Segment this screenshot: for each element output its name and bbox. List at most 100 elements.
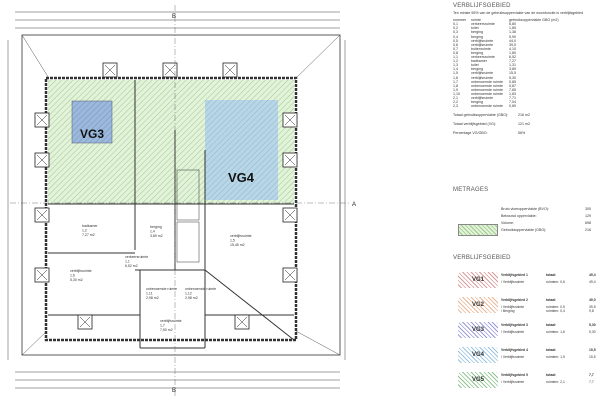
room-label: verblijfsruimte	[70, 269, 92, 273]
dormer-windows	[34, 62, 298, 330]
cell: 1,5	[453, 71, 458, 76]
cell: 0,85	[509, 79, 516, 84]
cell: verkeersruimte	[471, 22, 495, 27]
cell: Bebouwd oppervlakte:	[501, 214, 537, 218]
cell: berging	[471, 100, 483, 105]
cell: 15,5	[589, 348, 596, 352]
cell: 49,4	[589, 279, 596, 284]
cell: 7,71	[509, 95, 516, 100]
cell: toilet	[471, 63, 479, 68]
gbo-swatch	[458, 224, 498, 236]
vg3-zone	[71, 100, 113, 144]
table-row: 0,3 berging 1,38	[453, 30, 600, 34]
dormer-window	[102, 62, 118, 78]
vg-swatch: VG5	[458, 372, 498, 388]
metrage-row: Gebruiksoppervlakte (GBO):216	[501, 228, 591, 232]
cell: 3,89	[509, 67, 516, 72]
cell: 1,2	[453, 59, 458, 64]
cell: Totaal verblijfsgebied (VG):	[453, 122, 497, 127]
metrage-row: Volume:698	[501, 221, 591, 225]
cell: 2,2	[453, 100, 458, 105]
cell: 39,5	[589, 304, 596, 309]
room-label: 7,27 m2	[82, 233, 95, 237]
cell: 1,9	[453, 87, 458, 92]
cell: 1,83	[509, 91, 516, 96]
vg-line: Verblijfsgebied 5 totaal: 7,7	[501, 373, 594, 378]
cell: / Verblijfsruimte	[501, 354, 525, 359]
room-label: 1,7	[160, 324, 165, 328]
roof-outline	[21, 34, 341, 356]
cell: 0,8	[453, 50, 458, 55]
cell: 121 m2	[518, 122, 530, 127]
cell: / Verblijfsruimte	[501, 329, 525, 334]
cell: totaal:	[546, 298, 557, 302]
dimension-lines	[7, 11, 346, 389]
cell: verblijfsruimte	[471, 38, 494, 43]
cell: 0,7	[453, 46, 458, 51]
cell: onbenoemde ruimte	[471, 91, 503, 96]
vg-swatch: VG3	[458, 322, 498, 338]
cell: Verblijfsgebied 2	[501, 298, 528, 302]
cell: berging	[471, 30, 483, 35]
cell: 0,3	[453, 30, 458, 35]
section-label-b-bottom: B	[172, 388, 176, 394]
total-row: Percentage VG/GBO:56%	[453, 131, 600, 135]
dormer-window	[222, 62, 238, 78]
room-label: 7,50 m2	[160, 328, 173, 332]
room-label: 6,52 m2	[125, 264, 138, 268]
intro-text: Ten minste 55% van de gebruiksoppervlakt…	[453, 11, 584, 16]
zone-label-vg3: VG3	[80, 127, 104, 141]
cell: 1,38	[509, 30, 516, 35]
metrage-row: Bruto vloeroppervlakte (BVO):300	[501, 207, 591, 211]
cell: Verblijfsgebied 1	[501, 273, 528, 277]
cell: 39,5	[509, 42, 516, 47]
cell: Verblijfsgebied 5	[501, 373, 528, 377]
section-markers: B B A	[10, 5, 356, 398]
cell: 129	[585, 214, 591, 218]
cell: 5,30	[589, 323, 596, 327]
cell: berging	[471, 67, 483, 72]
dormer-window	[282, 152, 298, 168]
cell: 49,4	[589, 273, 596, 277]
dormer-window	[34, 207, 50, 223]
cell: 9,8	[589, 309, 594, 313]
dormer-window	[34, 112, 50, 128]
cell: 698	[585, 221, 591, 225]
total-row: Totaal gebruiksoppervlakte (GBO):216 m2	[453, 113, 600, 117]
room-label: 3,89 m2	[150, 234, 163, 238]
cell: totaal:	[546, 373, 557, 377]
cell: Gebruiksoppervlakte (GBO):	[501, 228, 547, 232]
totals: Totaal gebruiksoppervlakte (GBO):216 m2 T…	[453, 113, 600, 135]
dormer-window	[282, 207, 298, 223]
room-label: 1,4	[150, 230, 155, 234]
cell: onbenoemde ruimte	[471, 87, 503, 92]
cell: totaal:	[546, 323, 557, 327]
cell: ruimtenr. 1,6	[546, 329, 565, 334]
cell: 2,1	[453, 95, 458, 100]
cell: totaal:	[546, 348, 557, 352]
cell: 1,6	[453, 75, 458, 80]
cell: 2,3	[453, 104, 458, 109]
cell: 216 m2	[518, 113, 530, 118]
cell: onbenoemde ruimte	[471, 83, 503, 88]
vg-swatch: VG1	[458, 272, 498, 288]
cell: 7,7	[589, 373, 594, 377]
